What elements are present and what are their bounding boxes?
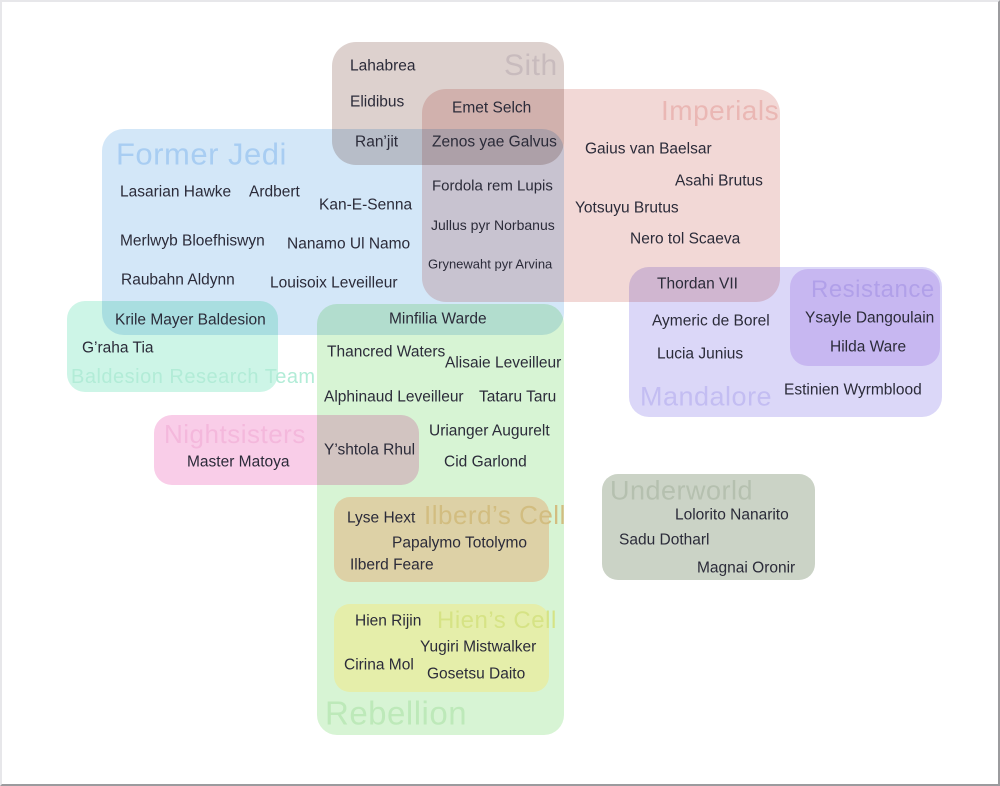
- group-box-nightsisters: Nightsisters: [154, 415, 419, 485]
- group-box-resistance: Resistance: [790, 269, 940, 366]
- member-lahabrea: Lahabrea: [350, 57, 416, 75]
- member-master-matoya: Master Matoya: [187, 453, 290, 471]
- member-ranjit: Ran’jit: [355, 133, 399, 151]
- member-alisaie-leveilleur: Alisaie Leveilleur: [445, 354, 562, 372]
- member-magnai-oronir: Magnai Oronir: [697, 559, 796, 577]
- member-nero-tol-scaeva: Nero tol Scaeva: [630, 230, 741, 248]
- member-gosetsu-daito: Gosetsu Daito: [427, 665, 526, 683]
- member-aymeric-de-borel: Aymeric de Borel: [652, 312, 770, 330]
- member-gaius-van-baelsar: Gaius van Baelsar: [585, 140, 712, 158]
- member-hilda-ware: Hilda Ware: [830, 338, 907, 356]
- member-yugiri-mistwalker: Yugiri Mistwalker: [420, 638, 537, 656]
- member-thancred-waters: Thancred Waters: [327, 343, 446, 361]
- group-title-resistance: Resistance: [811, 276, 935, 303]
- group-title-baldesion-research-team: Baldesion Research Team: [71, 366, 316, 388]
- member-jullus-pyr-norbanus: Jullus pyr Norbanus: [431, 217, 555, 233]
- member-minfilia-warde: Minfilia Warde: [389, 310, 487, 328]
- member-zenos-yae-galvus: Zenos yae Galvus: [432, 133, 557, 151]
- group-box-baldesion-research-team: Baldesion Research Team: [67, 301, 315, 392]
- member-yotsuyu-brutus: Yotsuyu Brutus: [575, 199, 679, 217]
- group-title-mandalore: Mandalore: [640, 381, 773, 412]
- group-box-underworld: Underworld: [602, 474, 815, 580]
- member-lasarian-hawke: Lasarian Hawke: [120, 183, 232, 201]
- member-elidibus: Elidibus: [350, 93, 405, 111]
- member-cid-garlond: Cid Garlond: [444, 453, 527, 471]
- member-krile-mayer-baldesion: Krile Mayer Baldesion: [115, 311, 266, 329]
- member-ysayle-dangoulain: Ysayle Dangoulain: [805, 309, 935, 327]
- member-raubahn-aldynn: Raubahn Aldynn: [121, 271, 235, 289]
- member-sadu-dotharl: Sadu Dotharl: [619, 531, 710, 549]
- member-emet-selch: Emet Selch: [452, 99, 532, 117]
- member-grynewaht-pyr-arvina: Grynewaht pyr Arvina: [428, 256, 553, 272]
- member-cirina-mol: Cirina Mol: [344, 656, 414, 674]
- member-ardbert: Ardbert: [249, 183, 300, 201]
- group-title-imperials: Imperials: [661, 95, 780, 126]
- group-title-rebellion: Rebellion: [325, 694, 468, 732]
- group-title-sith: Sith: [504, 49, 558, 82]
- group-box-hiens-cell: Hien’s Cell: [334, 604, 556, 692]
- group-title-hiens-cell: Hien’s Cell: [437, 607, 557, 634]
- member-kan-e-senna: Kan-E-Senna: [319, 196, 413, 214]
- member-merlwyb-bloefhiswyn: Merlwyb Bloefhiswyn: [120, 232, 265, 250]
- member-louisoix-leveilleur: Louisoix Leveilleur: [270, 274, 398, 292]
- member-tataru-taru: Tataru Taru: [479, 388, 557, 406]
- member-fordola-rem-lupis: Fordola rem Lupis: [432, 177, 553, 195]
- member-yshtola-rhul: Y’shtola Rhul: [324, 441, 416, 459]
- member-lolorito-nanarito: Lolorito Nanarito: [675, 506, 789, 524]
- member-urianger-augurelt: Urianger Augurelt: [429, 422, 550, 440]
- member-estinien-wyrmblood: Estinien Wyrmblood: [784, 381, 922, 399]
- member-asahi-brutus: Asahi Brutus: [675, 172, 763, 190]
- group-title-ilberds-cell: Ilberd’s Cell: [424, 500, 566, 530]
- group-box-imperials: Imperials: [422, 89, 780, 302]
- member-hien-rijin: Hien Rijin: [355, 612, 422, 630]
- member-alphinaud-leveilleur: Alphinaud Leveilleur: [324, 388, 464, 406]
- member-ilberd-feare: Ilberd Feare: [350, 556, 434, 574]
- group-box-ilberds-cell: Ilberd’s Cell: [334, 497, 565, 582]
- member-nanamo-ul-namo: Nanamo Ul Namo: [287, 235, 411, 253]
- member-lucia-junius: Lucia Junius: [657, 345, 744, 363]
- group-title-former-jedi: Former Jedi: [116, 136, 287, 172]
- group-title-nightsisters: Nightsisters: [164, 419, 306, 449]
- member-lyse-hext: Lyse Hext: [347, 509, 416, 527]
- group-title-underworld: Underworld: [610, 475, 754, 506]
- member-thordan-vii: Thordan VII: [657, 275, 738, 293]
- member-papalymo-totolymo: Papalymo Totolymo: [392, 534, 527, 552]
- member-graha-tia: G’raha Tia: [82, 339, 154, 357]
